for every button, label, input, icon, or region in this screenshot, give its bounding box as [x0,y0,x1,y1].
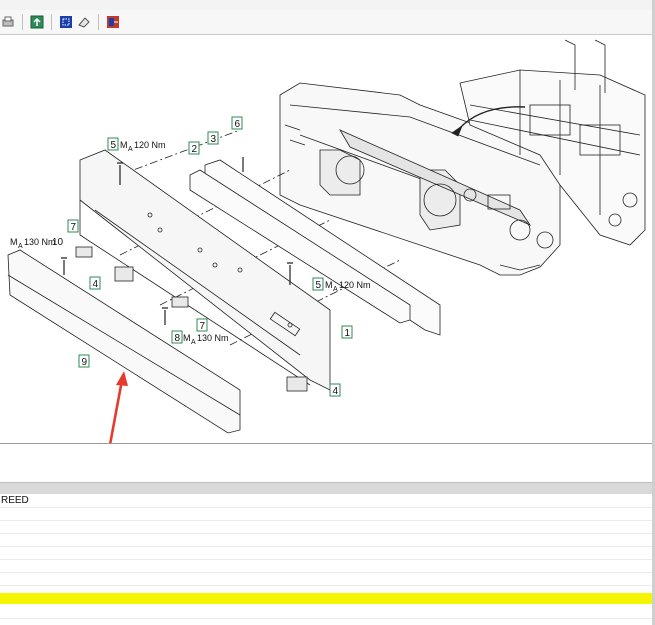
callout-7b[interactable]: 7 [196,318,208,332]
torque-label-5b: M A 120 Nm [325,280,371,293]
number-10: 10 [52,237,64,248]
toolbar-separator [22,14,23,30]
table-row[interactable] [0,606,652,619]
svg-text:130 Nm: 130 Nm [24,237,56,247]
svg-text:9: 9 [82,357,88,368]
callout-8[interactable]: 8 [171,330,183,344]
svg-text:8: 8 [175,333,181,344]
callout-5a[interactable]: 5 [107,137,119,151]
toolbar-separator [98,14,99,30]
eraser-icon[interactable] [76,14,92,30]
svg-text:M: M [325,280,333,290]
table-row[interactable] [0,521,652,534]
print-icon[interactable] [0,14,16,30]
svg-text:A: A [191,339,196,346]
svg-text:120 Nm: 120 Nm [134,140,166,150]
svg-text:1: 1 [345,328,351,339]
svg-text:130 Nm: 130 Nm [197,333,229,343]
selected-row-highlight[interactable] [0,593,652,604]
callout-5b[interactable]: 5 [312,277,324,291]
callout-9[interactable]: 9 [78,354,90,368]
torque-label-10: M A 130 Nm 10 [10,237,64,250]
callout-3[interactable]: 3 [207,131,219,145]
table-row[interactable] [0,560,652,573]
svg-text:4: 4 [333,386,339,397]
parts-drawing: 1 2 3 4 4 5 5 6 7 7 8 9 M A 120 Nm M A 1… [0,35,652,451]
svg-text:120 Nm: 120 Nm [339,280,371,290]
toolbar [0,10,655,35]
table-row[interactable] [0,573,652,586]
callout-4b[interactable]: 4 [329,383,341,397]
toolbar-separator [51,14,52,30]
svg-text:M: M [183,333,191,343]
table-row[interactable]: REED [0,495,652,508]
svg-text:M: M [120,140,128,150]
svg-text:4: 4 [93,279,99,290]
svg-text:A: A [333,286,338,293]
callout-1[interactable]: 1 [341,325,353,339]
svg-text:6: 6 [235,119,241,130]
svg-text:7: 7 [200,321,206,332]
table-header [0,483,652,494]
export-icon[interactable] [29,14,45,30]
svg-text:7: 7 [71,222,77,233]
table-row[interactable] [0,547,652,560]
svg-text:3: 3 [211,134,217,145]
svg-text:5: 5 [316,280,322,291]
annotation-arrow [107,379,124,451]
torque-label-8: M A 130 Nm [183,333,229,346]
exploded-view-svg: 1 2 3 4 4 5 5 6 7 7 8 9 M A 120 Nm M A 1… [7,39,646,451]
callout-2[interactable]: 2 [188,141,200,155]
callout-6[interactable]: 6 [231,116,243,130]
callout-4a[interactable]: 4 [89,276,101,290]
table-row[interactable] [0,508,652,521]
svg-text:A: A [18,243,23,250]
svg-text:2: 2 [192,144,198,155]
divider-top [0,443,652,444]
svg-text:M: M [10,237,18,247]
exit-icon[interactable] [105,14,121,30]
table-row[interactable] [0,534,652,547]
callout-group: 1 2 3 4 4 5 5 6 7 7 8 9 [67,116,353,397]
svg-text:5: 5 [111,140,117,151]
divider-mid [0,482,652,483]
svg-text:A: A [128,146,133,153]
select-icon[interactable] [58,14,74,30]
callout-7a[interactable]: 7 [67,219,79,233]
torque-label-5a: M A 120 Nm [120,140,166,153]
vertical-scrollbar[interactable] [652,0,655,625]
